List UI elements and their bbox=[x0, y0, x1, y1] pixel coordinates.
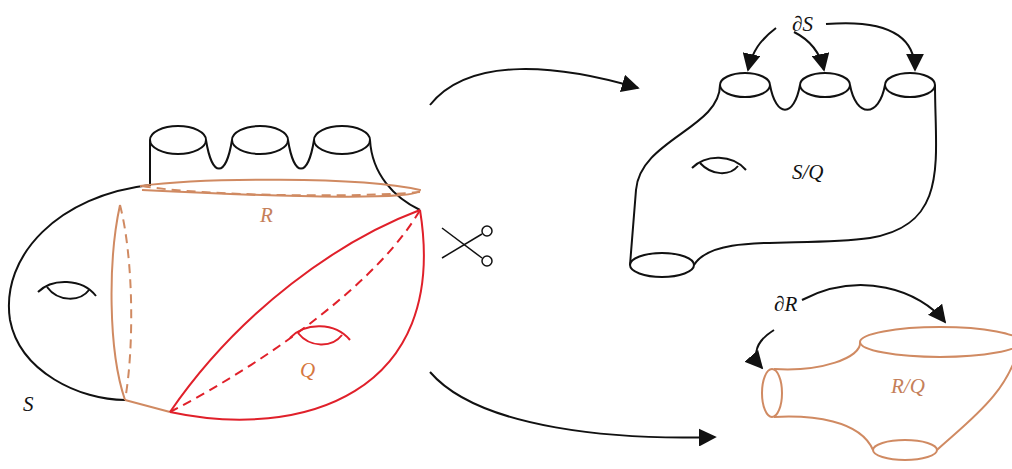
boundary-label: ∂S bbox=[792, 14, 813, 35]
subsurface-label: R bbox=[260, 205, 273, 226]
surface-label: R/Q bbox=[891, 376, 925, 397]
subsurface-label: Q bbox=[300, 360, 315, 381]
surface-label: S/Q bbox=[792, 162, 824, 183]
boundary-label: ∂R bbox=[774, 294, 797, 315]
surface-label: S bbox=[23, 394, 34, 415]
